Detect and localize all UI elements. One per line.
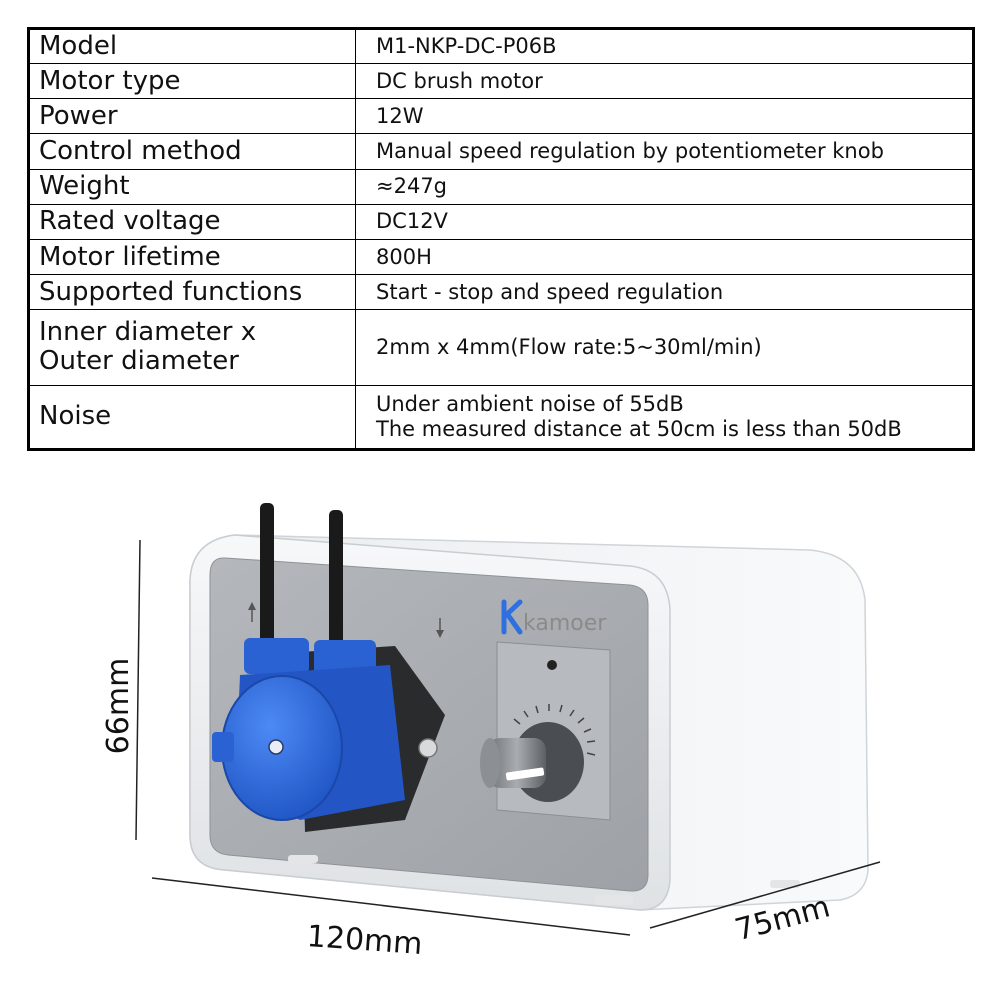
spec-row-control-method: Control method Manual speed regulation b…: [28, 133, 974, 170]
product-illustration: kamoer: [0, 470, 1000, 1000]
spec-label: Inner diameter x Outer diameter: [28, 309, 356, 386]
spec-value-line: Under ambient noise of 55dB: [376, 391, 684, 416]
spec-row-weight: Weight ≈247g: [28, 168, 974, 205]
tube-outlet: [329, 510, 343, 660]
spec-label: Supported functions: [28, 274, 356, 311]
spec-label: Weight: [28, 168, 356, 205]
spec-row-noise: Noise Under ambient noise of 55dB The me…: [28, 384, 974, 451]
spec-label: Motor type: [28, 63, 356, 100]
spec-value-line: The measured distance at 50cm is less th…: [376, 416, 902, 441]
spec-label-line: Inner diameter x: [39, 317, 257, 348]
width-label: 120mm: [306, 919, 424, 962]
height-dimension: 66mm: [101, 539, 141, 841]
spec-row-motor-type: Motor type DC brush motor: [28, 63, 974, 100]
width-dimension: 120mm: [151, 877, 631, 962]
spec-value: 12W: [355, 98, 974, 135]
spec-label: Rated voltage: [28, 203, 356, 240]
mount-screw-icon: [418, 738, 438, 758]
pump-head: [212, 638, 405, 821]
spec-value: 2mm x 4mm(Flow rate:5~30ml/min): [355, 309, 974, 386]
spec-label: Control method: [28, 133, 356, 170]
spec-row-motor-lifetime: Motor lifetime 800H: [28, 238, 974, 276]
spec-row-supported-functions: Supported functions Start - stop and spe…: [28, 274, 974, 311]
spec-table: Model M1-NKP-DC-P06B Motor type DC brush…: [27, 27, 975, 451]
spec-label-line: Outer diameter: [39, 346, 239, 377]
spec-value: DC12V: [355, 203, 974, 240]
speed-knob[interactable]: [480, 722, 584, 802]
spec-label: Noise: [28, 384, 356, 451]
flow-in-arrow-icon: [248, 602, 256, 622]
spec-label: Motor lifetime: [28, 238, 356, 276]
spec-value: ≈247g: [355, 168, 974, 205]
spec-row-diameter: Inner diameter x Outer diameter 2mm x 4m…: [28, 309, 974, 386]
spec-row-rated-voltage: Rated voltage DC12V: [28, 203, 974, 240]
brand-name: kamoer: [523, 611, 607, 636]
kamoer-logo: kamoer: [501, 599, 607, 636]
flow-out-arrow-icon: [436, 618, 444, 638]
spec-value: Under ambient noise of 55dB The measured…: [355, 384, 974, 451]
tube-inlet: [260, 503, 274, 653]
spec-value: DC brush motor: [355, 63, 974, 100]
spec-value: Manual speed regulation by potentiometer…: [355, 133, 974, 170]
spec-label: Power: [28, 98, 356, 135]
spec-label: Model: [28, 27, 356, 65]
spec-value: M1-NKP-DC-P06B: [355, 27, 974, 65]
spec-value: 800H: [355, 238, 974, 276]
spec-row-power: Power 12W: [28, 98, 974, 135]
spec-value: Start - stop and speed regulation: [355, 274, 974, 311]
spec-row-model: Model M1-NKP-DC-P06B: [28, 27, 974, 65]
height-label: 66mm: [101, 658, 136, 755]
